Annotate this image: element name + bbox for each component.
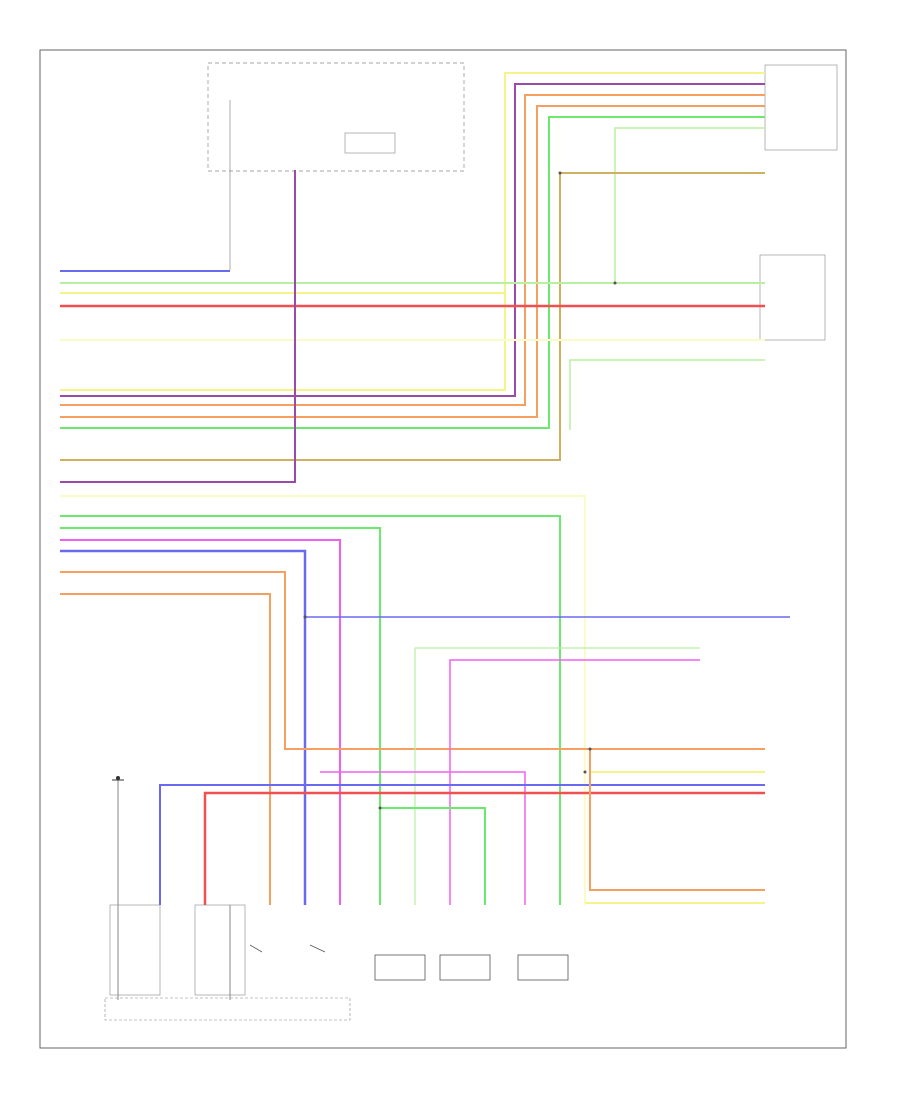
- wire-orange-low: [589, 749, 765, 891]
- wire-green-right-2: [414, 647, 700, 905]
- wire-pink-right: [449, 659, 700, 905]
- wire-orange-top: [60, 94, 765, 406]
- wire-orange-3: [60, 593, 271, 905]
- left-switch-box-2: [194, 904, 246, 996]
- wire-red-low: [203, 791, 765, 905]
- wire-green-2: [60, 515, 561, 905]
- switch-symbol: [249, 944, 326, 953]
- control-unit-box: [207, 62, 465, 172]
- door-lock-assembly-box: [104, 997, 351, 1021]
- wire-paleyellow-2: [60, 495, 586, 905]
- wire-tan: [60, 172, 765, 461]
- diagram-border: [39, 49, 847, 1049]
- wire-orange-2: [60, 571, 765, 750]
- internal-component: [344, 132, 396, 154]
- wire-blue-low: [159, 784, 765, 905]
- connector-symbol: [303, 171, 617, 810]
- wire-yellow-top: [60, 72, 765, 391]
- wire-blue-2: [60, 549, 307, 905]
- wire-pink-1: [60, 539, 341, 905]
- wire-green-low: [380, 807, 486, 905]
- left-switch-box: [109, 904, 161, 996]
- ground-symbol: [112, 776, 124, 781]
- wire-pink-low: [320, 771, 526, 905]
- wire-green-3: [60, 527, 381, 905]
- right-connector-box: [764, 64, 838, 151]
- motor-symbol: [374, 954, 569, 981]
- wire-green-right: [569, 359, 765, 430]
- wire-purple-vert: [60, 170, 296, 483]
- wire-lightgreen-top: [614, 127, 765, 283]
- wire-green-top: [60, 116, 765, 429]
- wire-purple-top: [60, 83, 765, 397]
- right-relay-box: [759, 254, 826, 341]
- wire-orange-top-2: [60, 105, 765, 418]
